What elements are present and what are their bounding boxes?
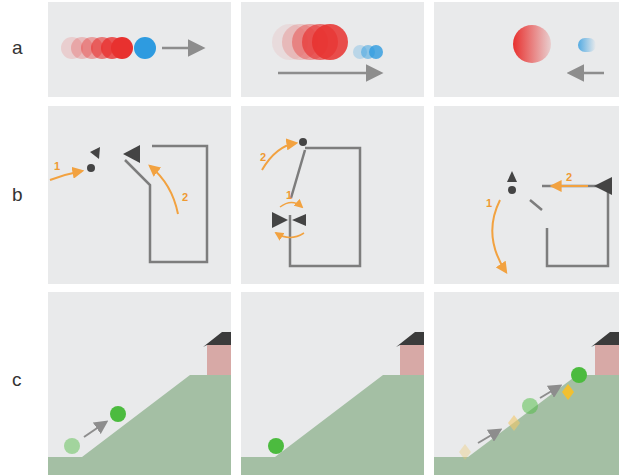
callout-number: 2 — [260, 152, 266, 163]
house — [203, 332, 619, 375]
row-c-panels — [48, 292, 619, 475]
callout-number: 1 — [286, 190, 292, 201]
row-a-panels — [48, 2, 619, 97]
callout-number: 1 — [54, 161, 60, 172]
row-letter: c — [12, 370, 22, 389]
row-b-panels — [48, 106, 619, 284]
row-letter: b — [12, 185, 23, 204]
callout-number: 1 — [486, 198, 492, 209]
row-letter: a — [12, 38, 23, 57]
callout-number: 2 — [182, 192, 188, 203]
callout-number: 2 — [566, 172, 572, 183]
